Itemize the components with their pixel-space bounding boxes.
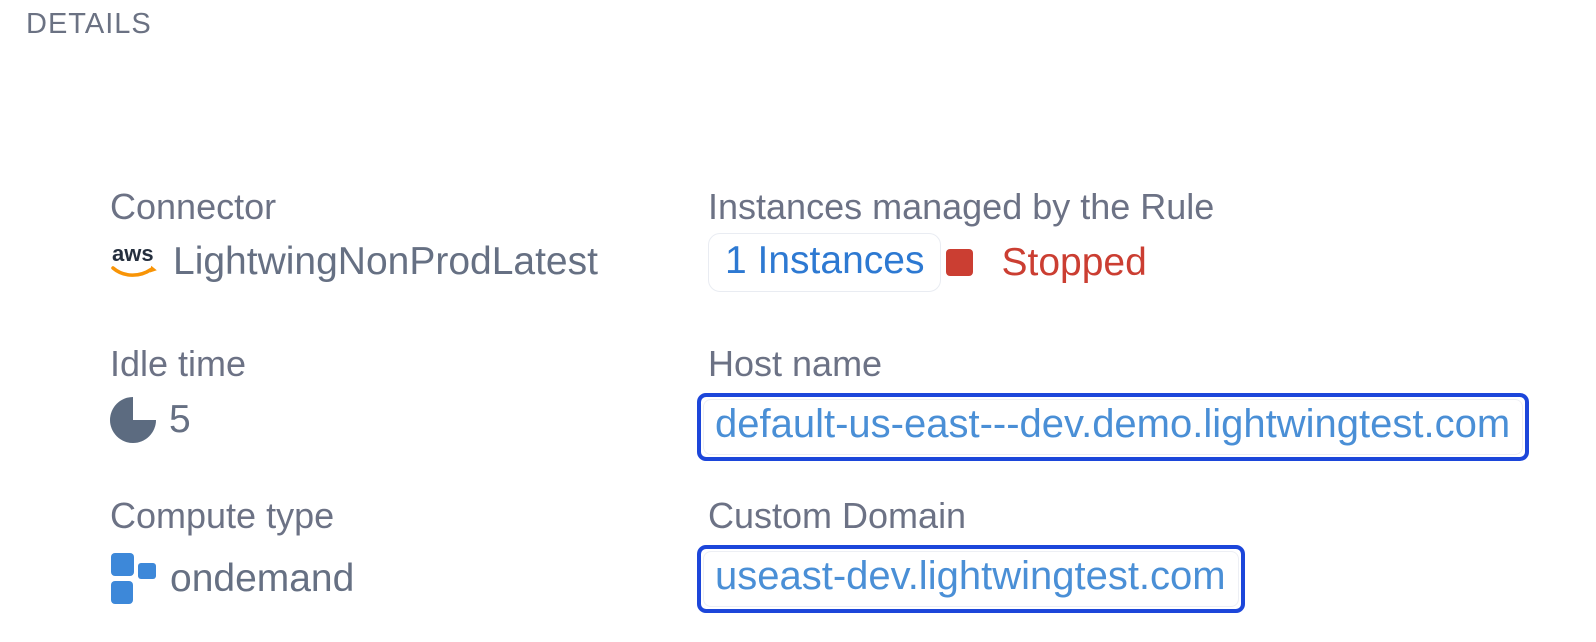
idle-time-label: Idle time xyxy=(110,343,247,384)
field-host-name: Host name default-us-east---dev.demo.lig… xyxy=(697,343,1530,462)
host-name-link[interactable]: default-us-east---dev.demo.lightwingtest… xyxy=(697,393,1530,462)
status-badge: Stopped xyxy=(1001,240,1147,284)
field-custom-domain: Custom Domain useast-dev.lightwingtest.c… xyxy=(697,495,1245,614)
custom-domain-label: Custom Domain xyxy=(708,495,967,536)
idle-time-value: 5 xyxy=(169,398,191,442)
field-idle-time: Idle time 5 xyxy=(110,343,247,444)
field-compute-type: Compute type ondemand xyxy=(110,495,354,605)
field-instances: Instances managed by the Rule 1 Instance… xyxy=(708,186,1215,293)
pie-chart-icon xyxy=(110,397,156,444)
instances-count-link[interactable]: 1 Instances xyxy=(708,233,942,293)
svg-text:aws: aws xyxy=(112,241,154,266)
compute-type-label: Compute type xyxy=(110,495,335,536)
status-stopped-icon xyxy=(946,249,974,277)
field-connector: Connector aws LightwingNonProdLatest xyxy=(110,186,598,284)
custom-domain-link[interactable]: useast-dev.lightwingtest.com xyxy=(697,545,1245,614)
connector-value: LightwingNonProdLatest xyxy=(173,240,598,284)
instances-label: Instances managed by the Rule xyxy=(708,186,1215,227)
aws-icon: aws xyxy=(110,241,160,283)
page-title: DETAILS xyxy=(26,8,152,40)
connector-label: Connector xyxy=(110,186,277,227)
compute-type-value: ondemand xyxy=(170,557,355,601)
host-name-label: Host name xyxy=(708,343,883,384)
compute-squares-icon xyxy=(110,553,157,605)
